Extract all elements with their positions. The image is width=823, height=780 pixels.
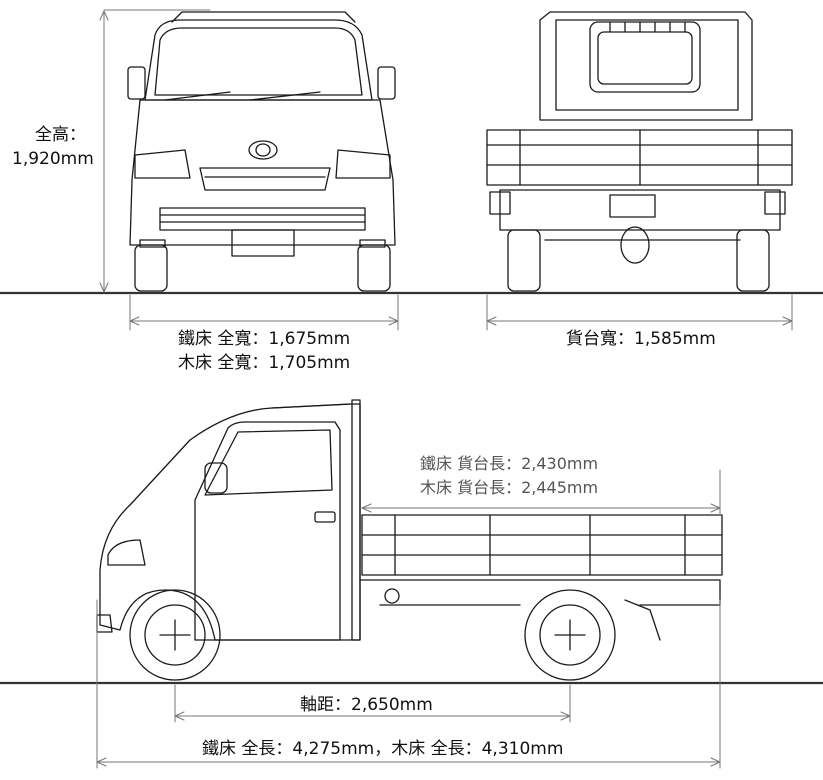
bed-width-label: 貨台寬：1,585mm [566,329,716,349]
front-view-truck [127,11,396,292]
overall-length-dimension [96,599,721,769]
bed-width-dimension [486,294,793,331]
wheelbase-dimension [174,684,571,723]
width-steel-label: 鐵床 全寬：1,675mm [178,329,351,349]
width-wood-label: 木床 全寬：1,705mm [178,353,351,373]
bed-length-wood-label: 木床 貨台長：2,445mm [420,478,599,497]
height-title: 全高： [35,125,86,145]
height-value: 1,920mm [12,149,94,169]
front-width-dimension [129,294,399,331]
height-dimension [99,9,211,293]
bed-length-steel-label: 鐵床 貨台長：2,430mm [420,454,599,473]
rear-view-truck [486,11,793,292]
overall-length-label: 鐵床 全長：4,275mm，木床 全長：4,310mm [202,739,564,759]
bed-length-dimension [361,469,721,516]
side-view-truck [96,399,723,681]
wheelbase-label: 軸距：2,650mm [300,695,433,715]
